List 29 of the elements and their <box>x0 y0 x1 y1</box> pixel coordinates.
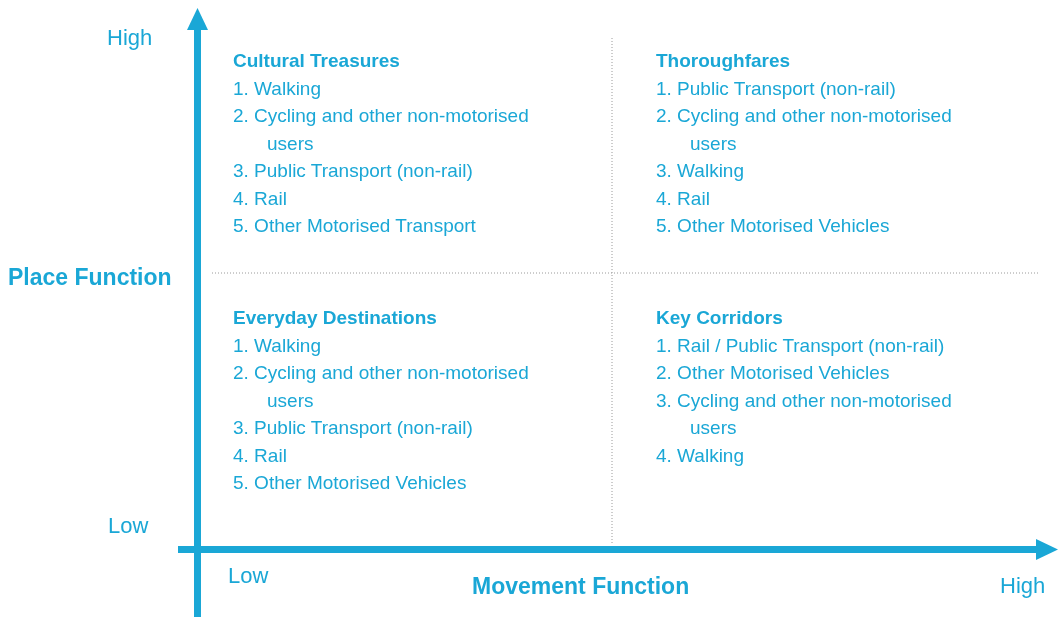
list-item: 4. Walking <box>656 443 745 468</box>
quadrant-heading: Everyday Destinations <box>233 306 438 330</box>
list-item: 2. Cycling and other non-motorised users <box>233 361 530 413</box>
list-item: 3. Public Transport (non-rail) <box>233 416 474 440</box>
list-item: 4. Rail <box>233 186 288 211</box>
list-item: 3. Public Transport (non-rail) <box>233 159 474 183</box>
list-item: 1. Public Transport (non-rail) <box>656 76 897 101</box>
axis-label: Low <box>108 513 149 539</box>
list-item: 1. Walking <box>233 333 322 358</box>
list-item: 3. Cycling and other non-motorised users <box>656 388 953 440</box>
list-item: 2. Other Motorised Vehicles <box>656 361 891 385</box>
axis-label: Low <box>228 563 269 589</box>
axis-title: Place Function <box>8 264 172 291</box>
list-item: 1. Walking <box>233 76 322 101</box>
quadrant-heading: Cultural Treasures <box>233 49 401 73</box>
list-item: 5. Other Motorised Transport <box>233 214 477 238</box>
list-item: 5. Other Motorised Vehicles <box>233 471 468 495</box>
list-item: 4. Rail <box>233 443 288 468</box>
axis-label: High <box>1000 573 1046 599</box>
list-item: 5. Other Motorised Vehicles <box>656 214 891 238</box>
list-item: 4. Rail <box>656 186 711 211</box>
list-item: 3. Walking <box>656 159 745 183</box>
list-item: 1. Rail / Public Transport (non-rail) <box>656 333 946 358</box>
axis-title: Movement Function <box>472 573 690 600</box>
quadrant-heading: Key Corridors <box>656 306 784 330</box>
quadrant-heading: Thoroughfares <box>656 49 792 73</box>
axis-label: High <box>107 25 153 51</box>
list-item: 2. Cycling and other non-motorised users <box>233 104 530 156</box>
list-item: 2. Cycling and other non-motorised users <box>656 104 953 156</box>
